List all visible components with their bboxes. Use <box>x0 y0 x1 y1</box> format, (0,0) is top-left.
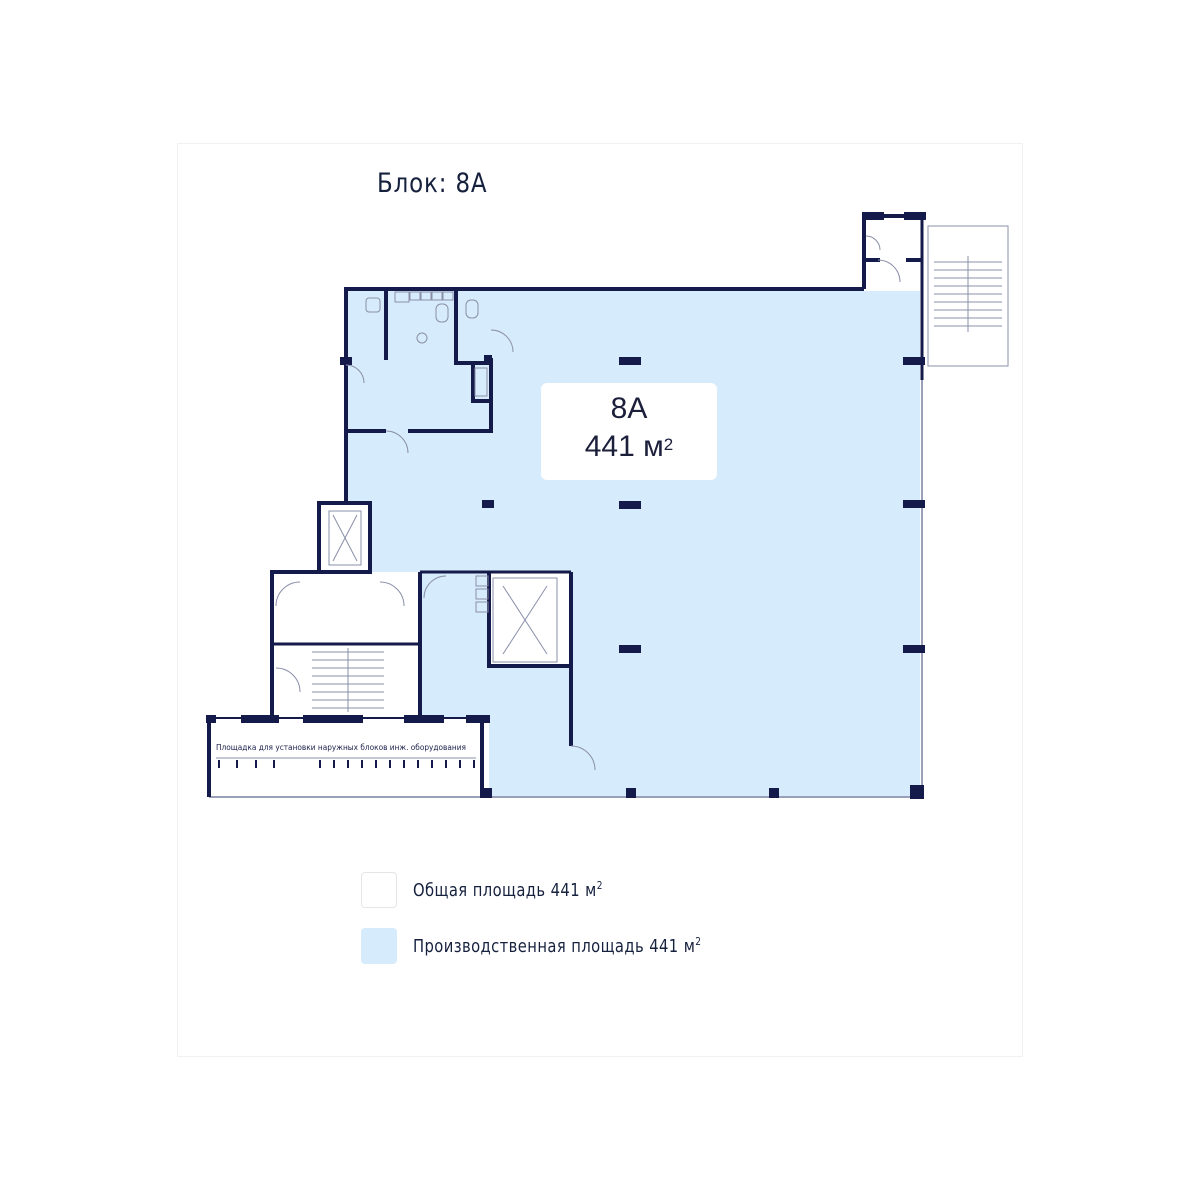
columns <box>206 212 926 799</box>
terrace-units <box>218 760 475 768</box>
legend-total-sup: 2 <box>596 879 603 892</box>
legend-production-label: Производственная площадь 441 м <box>413 936 696 957</box>
legend-swatch-total <box>361 872 397 908</box>
stair-treads <box>312 648 384 712</box>
unit-area-sup: 2 <box>663 435 674 454</box>
legend-item-production-area: Производственная площадь 441 м2 <box>361 928 765 964</box>
unit-name: 8A <box>610 392 648 425</box>
legend-text-production: Производственная площадь 441 м2 <box>413 935 701 957</box>
terrace-label: Площадка для установки наружных блоков и… <box>216 743 466 752</box>
block-title: Блок: 8А <box>377 168 488 199</box>
unit-area-value: 441 м <box>584 430 664 463</box>
outdoor-stair-treads <box>934 256 1002 332</box>
legend-total-label: Общая площадь 441 м <box>413 880 597 901</box>
plan-details <box>216 225 1009 771</box>
unit-label[interactable]: 8A 441 м2 <box>541 383 717 480</box>
legend-swatch-production <box>361 928 397 964</box>
legend-item-total-area: Общая площадь 441 м2 <box>361 872 645 908</box>
production-area-corridor <box>489 666 571 797</box>
walls <box>207 214 924 798</box>
legend-production-sup: 2 <box>695 935 702 948</box>
legend-text-total: Общая площадь 441 м2 <box>413 879 603 901</box>
plan-sheet <box>177 143 1023 1057</box>
unit-area: 441 м2 <box>541 429 717 465</box>
